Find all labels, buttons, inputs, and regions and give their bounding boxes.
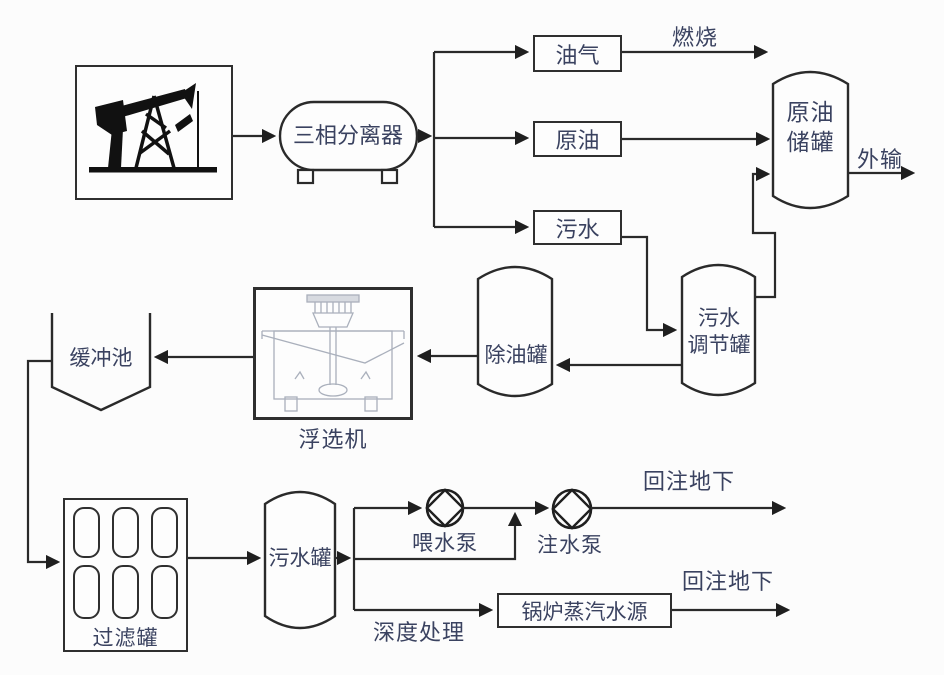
oil-gas-label: 油气 xyxy=(555,42,600,68)
reinject-top-label: 回注地下 xyxy=(642,469,735,494)
sewage-tank-label: 污水罐 xyxy=(268,547,332,570)
sewage-tank-icon xyxy=(263,490,337,630)
feed-water-pump-label: 喂水泵 xyxy=(412,532,478,555)
sewage-label: 污水 xyxy=(555,216,600,242)
flotation-machine-icon xyxy=(261,294,405,412)
deoiling-tank-icon xyxy=(476,265,554,398)
sewage-regulating-tank-icon xyxy=(680,263,757,397)
reinject-bottom-label: 回注地下 xyxy=(681,569,774,594)
connector-bypass-join xyxy=(354,511,523,561)
pumpjack-icon xyxy=(89,83,217,173)
filter-cell xyxy=(112,507,139,558)
sewage-box: 污水 xyxy=(533,210,622,245)
boiler-steam-source-box: 锅炉蒸汽水源 xyxy=(497,593,672,628)
oil-well-box xyxy=(75,65,233,200)
filter-cell xyxy=(151,507,178,558)
filter-cell xyxy=(73,507,100,558)
filter-cell xyxy=(73,565,100,619)
deep-treatment-label: 深度处理 xyxy=(372,620,465,645)
connector-sewage-to-regtank xyxy=(622,235,678,338)
filter-tank-label: 过滤罐 xyxy=(92,627,159,650)
crude-oil-label: 原油 xyxy=(555,128,600,153)
deoiling-tank-label: 除油罐 xyxy=(484,344,548,367)
feed-water-pump-icon xyxy=(425,488,465,528)
boiler-steam-source-label: 锅炉蒸汽水源 xyxy=(521,600,648,624)
connector-buffer-to-filter xyxy=(26,359,61,570)
crude-oil-tank-label: 原油 储罐 xyxy=(786,99,835,155)
burn-flow-label: 燃烧 xyxy=(671,25,718,50)
water-injection-pump-icon xyxy=(551,488,593,530)
filter-cell xyxy=(151,565,178,619)
crude-oil-tank-icon xyxy=(771,70,850,210)
water-injection-pump-label: 注水泵 xyxy=(537,534,603,557)
crude-oil-box: 原油 xyxy=(533,121,622,157)
buffer-pool-label: 缓冲池 xyxy=(69,347,133,370)
buffer-pool-icon xyxy=(50,313,152,412)
flotation-machine-label: 浮选机 xyxy=(298,427,368,452)
filter-tank-box: 过滤罐 xyxy=(63,498,188,652)
flotation-machine-box xyxy=(253,287,413,420)
outbound-flow-label: 外输 xyxy=(856,147,903,172)
connector-regtank-to-crudetank xyxy=(751,166,777,299)
separator-label: 三相分离器 xyxy=(292,123,403,148)
filter-cell xyxy=(112,565,139,619)
sewage-regulating-tank-label: 污水 调节罐 xyxy=(687,307,751,358)
oil-gas-box: 油气 xyxy=(533,35,622,72)
